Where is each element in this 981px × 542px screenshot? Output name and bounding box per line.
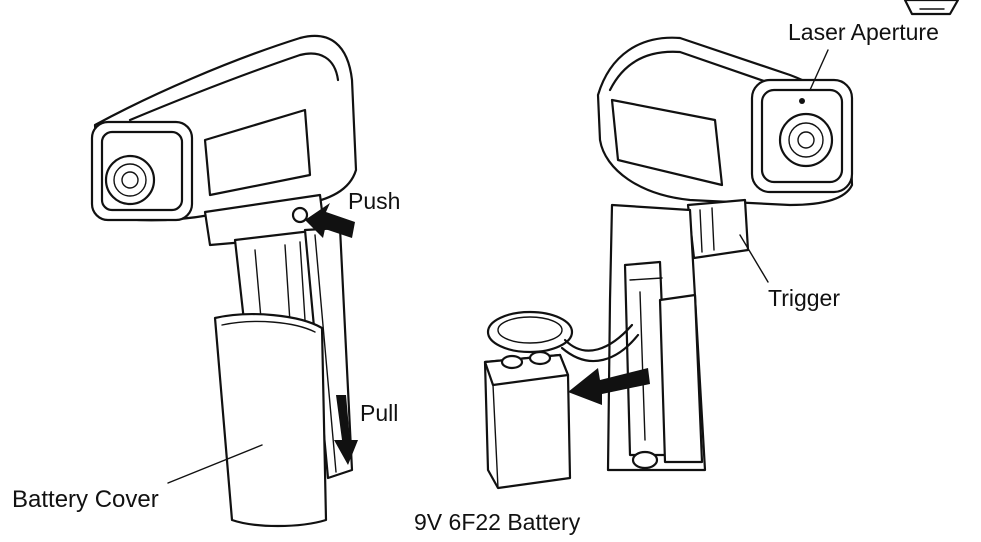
push-label: Push — [348, 188, 401, 214]
trigger-label: Trigger — [768, 285, 840, 311]
insert-arrow-icon — [568, 368, 650, 405]
battery-cover-label: Battery Cover — [12, 486, 159, 513]
push-arrow-icon — [305, 203, 355, 238]
right-display-window — [610, 98, 724, 187]
left-lens-icon — [104, 154, 156, 206]
left-thermometer — [90, 34, 358, 528]
trigger — [686, 198, 750, 260]
right-thermometer — [483, 0, 960, 490]
pull-label: Pull — [360, 400, 399, 426]
pull-arrow-icon — [334, 395, 358, 465]
laser-warning-triangle-icon — [903, 0, 960, 16]
right-lens-icon — [778, 112, 834, 168]
battery-label: 9V 6F22 Battery — [414, 509, 581, 535]
battery-connector-icon — [486, 310, 574, 354]
left-display-window — [203, 108, 312, 197]
laser-aperture-label: Laser Aperture — [788, 19, 939, 45]
battery-cover — [213, 313, 328, 528]
